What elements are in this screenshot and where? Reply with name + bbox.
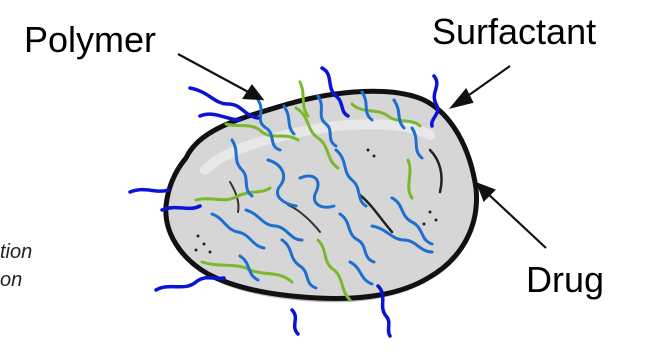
surfactant-tail xyxy=(156,278,224,290)
drug-particle xyxy=(166,91,477,302)
drug-label: Drug xyxy=(526,262,604,298)
particle-body xyxy=(166,91,477,298)
drug-arrow xyxy=(486,192,546,248)
cut-off-text-line-2: on xyxy=(0,270,22,290)
surfactant-tail xyxy=(130,190,168,192)
cut-off-text-line-1: tion xyxy=(0,242,32,262)
polymer-label: Polymer xyxy=(24,22,156,58)
surfactant-tail xyxy=(292,310,298,334)
polymer-arrowhead xyxy=(244,86,262,99)
surfactant-arrowhead xyxy=(452,90,472,107)
surfactant-label: Surfactant xyxy=(432,14,596,50)
surfactant-tail xyxy=(200,114,240,120)
